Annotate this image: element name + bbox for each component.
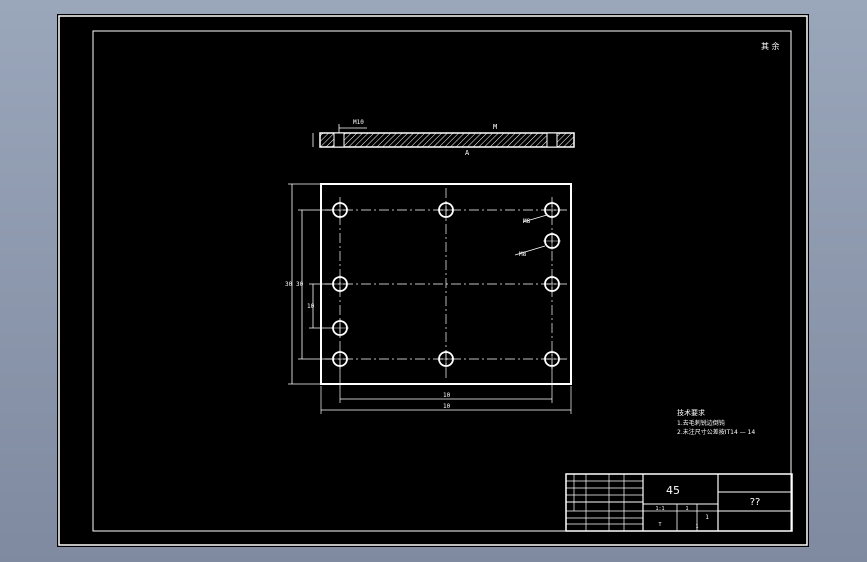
cell-sheet: 1 [685,506,688,512]
callout-leader-1 [522,214,548,223]
note-2: 2.未注尺寸公差按IT14 — 14 [677,428,755,436]
dim-bottom-outer: 10 [443,403,451,410]
cell-small-a: T [658,522,661,528]
callout-hole-1: M8 [523,218,531,225]
drawing-canvas: 其 余 M10 M A M8 M8 [58,15,808,546]
material-label: 45 [666,484,680,497]
drawing-name: ?? [750,497,761,508]
section-hatch [319,132,575,148]
dim-bottom-inner: 10 [443,392,451,399]
dim-left-inner: 30 [296,281,304,288]
section-bottom-label: A [465,149,470,157]
section-view: M10 M A [312,119,575,157]
callout-hole-2: M8 [519,251,527,258]
cell-small-b: 1 [695,524,698,530]
drawing-frame [92,30,792,532]
note-1: 1.去毛刺锐边倒钝 [677,419,725,427]
section-hole-right [546,132,558,148]
notes-title: 技术要求 [677,408,705,417]
dim-left-small: 10 [307,303,315,310]
section-right-label: M [493,123,497,131]
drawing-sheet: 其 余 M10 M A M8 M8 [57,14,809,547]
section-hole-left [333,132,345,148]
sheet-border [58,15,808,546]
plan-view: M8 M8 10 10 30 30 10 [285,183,572,414]
section-top-dim: M10 [353,119,364,126]
title-block: 45 ?? 1:1 1 1 T 1 [565,473,793,532]
dim-left-outer: 30 [285,281,293,288]
cell-count: 1 [705,514,709,521]
technical-notes: 技术要求 1.去毛刺锐边倒钝 2.未注尺寸公差按IT14 — 14 [677,408,755,436]
roughness-mark: 其 余 [761,41,780,51]
callout-leader-2 [514,245,546,256]
cell-scale: 1:1 [655,506,664,512]
